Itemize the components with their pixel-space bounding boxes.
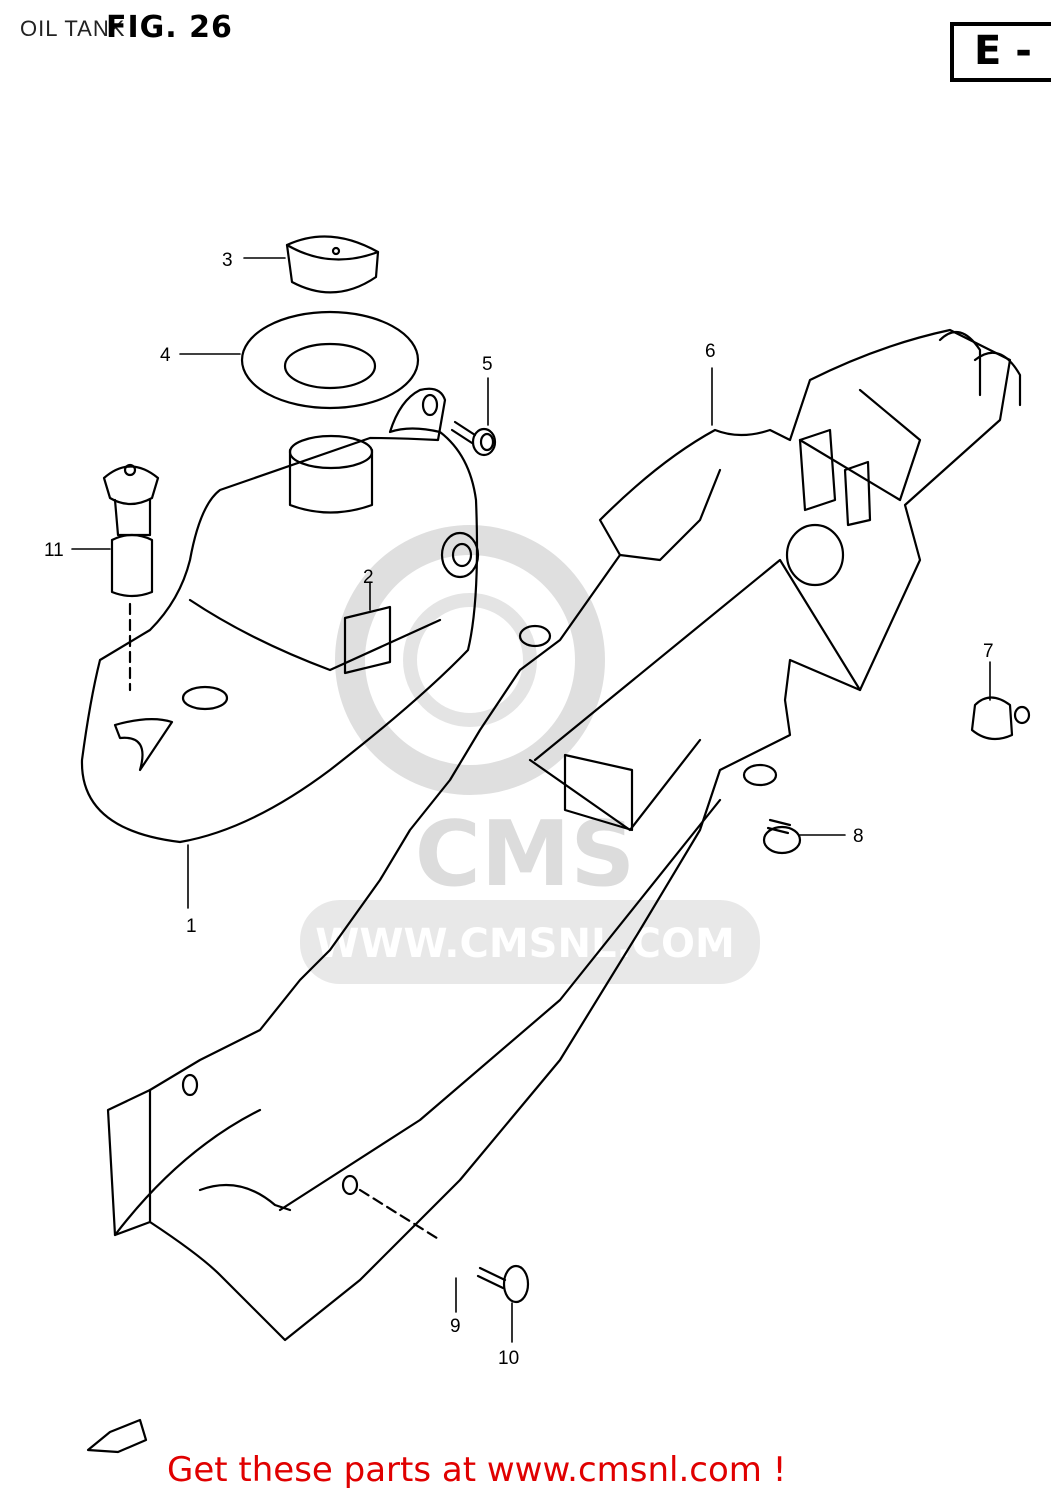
part-11-valve	[102, 463, 160, 598]
part-8-screw	[762, 818, 802, 855]
part-7-grommet	[970, 696, 1031, 741]
region-code: E -	[974, 28, 1032, 74]
callout-11: 11	[44, 540, 64, 561]
figure-number: FIG. 26	[106, 10, 233, 45]
callout-1: 1	[186, 916, 197, 937]
callout-6: 6	[705, 341, 716, 362]
cmsnl-parts-link[interactable]: Get these parts at www.cmsnl.com !	[167, 1450, 787, 1490]
part-10-bolt	[476, 1264, 530, 1304]
part-3-cap	[285, 235, 380, 294]
part-1-oil-tank	[80, 387, 479, 844]
callout-3: 3	[222, 250, 233, 271]
callout-10: 10	[498, 1348, 519, 1369]
callout-5: 5	[482, 354, 493, 375]
callout-4: 4	[160, 345, 171, 366]
callout-9: 9	[450, 1316, 461, 1337]
front-arrow-icon	[86, 1418, 148, 1454]
part-4-gasket	[240, 310, 420, 410]
part-2-label	[343, 605, 392, 675]
part-5-bolt	[450, 420, 497, 457]
watermark-logo: CMS	[415, 802, 635, 907]
callout-numbers: 1 2 3 4 5 6 7 8 9 10 11	[44, 250, 994, 1369]
callout-7: 7	[983, 641, 994, 662]
callout-8: 8	[853, 826, 864, 847]
part-6-rear-fender	[106, 328, 1022, 1342]
diagram-title: OIL TANK	[20, 16, 126, 41]
watermark-url: WWW.CMSNL.COM	[315, 921, 735, 967]
part-9-assembly-line	[358, 1188, 442, 1242]
callout-2: 2	[363, 567, 374, 588]
cmsnl-watermark: CMS WWW.CMSNL.COM	[300, 525, 760, 984]
part-9-washer	[440, 531, 480, 579]
leader-lines	[71, 257, 991, 1343]
region-code-box: E -	[950, 22, 1051, 82]
